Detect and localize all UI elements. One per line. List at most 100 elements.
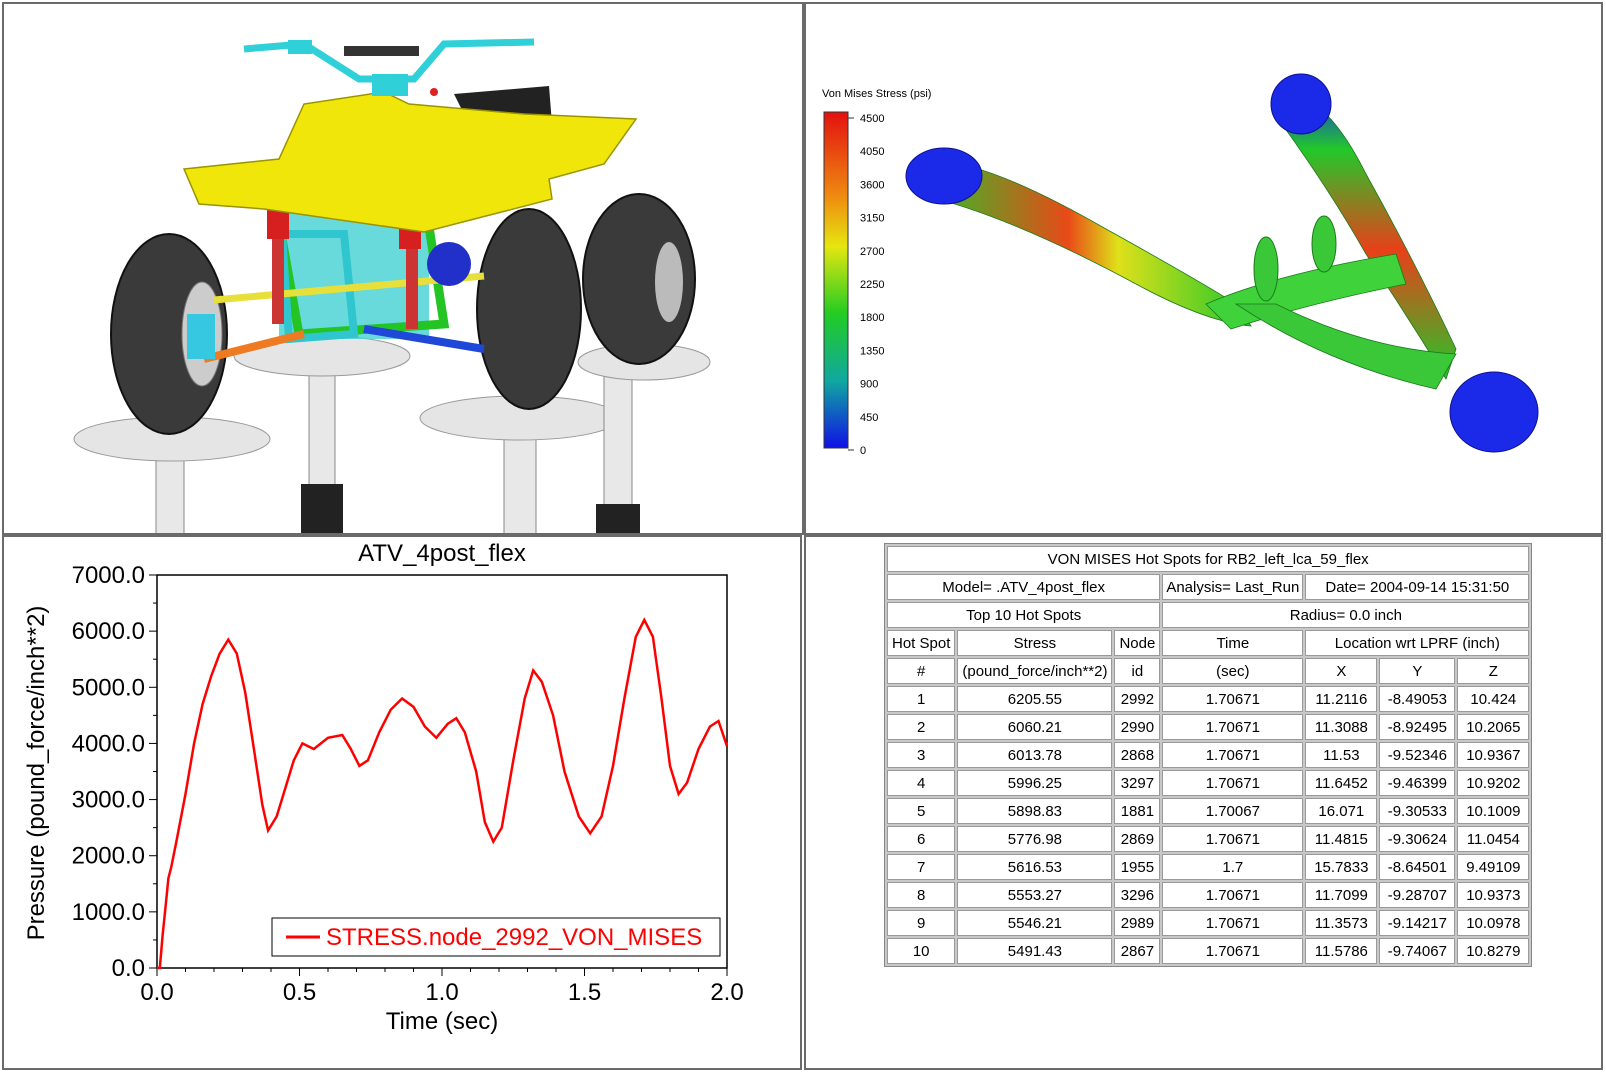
table-cell: 1881 [1114, 798, 1161, 824]
table-cell: 3297 [1114, 770, 1161, 796]
table-cell: 3296 [1114, 882, 1161, 908]
table-cell: 5553.27 [957, 882, 1113, 908]
legend-entry-stress-node-2992: STRESS.node_2992_VON_MISES [326, 924, 702, 951]
colorbar-tick-label: 450 [860, 412, 878, 424]
table-cell: 11.0454 [1457, 826, 1530, 852]
table-cell: 2992 [1114, 686, 1161, 712]
y-tick-label: 6000.0 [72, 618, 145, 645]
table-cell: 16.071 [1305, 798, 1378, 824]
colorbar-tick-label: 1800 [860, 312, 884, 324]
subheader-y: Y [1379, 658, 1456, 684]
table-cell: -8.92495 [1379, 714, 1456, 740]
colorbar-tick-label: 4500 [860, 113, 884, 125]
von-mises-hotspot-table: VON MISES Hot Spots for RB2_left_lca_59_… [884, 543, 1533, 967]
colorbar-tick-label: 2250 [860, 279, 884, 291]
table-cell: -9.46399 [1379, 770, 1456, 796]
table-cell: 2869 [1114, 826, 1161, 852]
table-cell: 5898.83 [957, 798, 1113, 824]
colorbar-tick-label: 4050 [860, 146, 884, 158]
table-radius: Radius= 0.0 inch [1162, 602, 1530, 628]
table-cell: 10.9367 [1457, 742, 1530, 768]
table-cell: 3 [887, 742, 956, 768]
table-cell: 6205.55 [957, 686, 1113, 712]
table-analysis: Analysis= Last_Run [1162, 574, 1304, 600]
table-cell: 5616.53 [957, 854, 1113, 880]
header-location: Location wrt LPRF (inch) [1305, 630, 1530, 656]
table-cell: 10.9373 [1457, 882, 1530, 908]
table-cell: 10.0978 [1457, 910, 1530, 936]
table-model: Model= .ATV_4post_flex [887, 574, 1161, 600]
table-cell: 5 [887, 798, 956, 824]
atv-model-render [73, 38, 711, 533]
x-tick-label: 0.5 [283, 979, 316, 1006]
y-tick-label: 1000.0 [72, 899, 145, 926]
x-tick-label: 2.0 [710, 979, 743, 1006]
stress-contour-render: Von Mises Stress (psi) 45004050360031502… [822, 73, 1539, 457]
test-rig-posts [73, 335, 711, 533]
table-cell: 15.7833 [1305, 854, 1378, 880]
table-cell: 1.70671 [1162, 742, 1304, 768]
colorbar-tick-label: 900 [860, 379, 878, 391]
table-cell: 11.5786 [1305, 938, 1378, 964]
table-cell: 2868 [1114, 742, 1161, 768]
table-cell: -9.30533 [1379, 798, 1456, 824]
lower-control-arm-mesh [905, 73, 1539, 453]
table-cell: 1.70671 [1162, 910, 1304, 936]
subheader-x: X [1305, 658, 1378, 684]
table-cell: -8.64501 [1379, 854, 1456, 880]
table-cell: 8 [887, 882, 956, 908]
table-cell: 10.9202 [1457, 770, 1530, 796]
plot-area [156, 574, 728, 969]
table-cell: 4 [887, 770, 956, 796]
table-cell: 5776.98 [957, 826, 1113, 852]
table-cell: 5546.21 [957, 910, 1113, 936]
table-cell: 2990 [1114, 714, 1161, 740]
table-cell: 11.3573 [1305, 910, 1378, 936]
stress-colorbar [823, 111, 854, 451]
y-tick-label: 4000.0 [72, 730, 145, 757]
table-cell: 1.70671 [1162, 882, 1304, 908]
table-cell: 9.49109 [1457, 854, 1530, 880]
table-cell: 1.7 [1162, 854, 1304, 880]
x-tick-label: 0.0 [140, 979, 173, 1006]
y-axis-label: Pressure (pound_force/inch**2) [23, 606, 50, 941]
table-cell: 1 [887, 686, 956, 712]
table-cell: 6013.78 [957, 742, 1113, 768]
header-node: Node [1114, 630, 1161, 656]
table-cell: 2867 [1114, 938, 1161, 964]
atv-wheels [110, 193, 696, 435]
table-cell: 1955 [1114, 854, 1161, 880]
table-cell: 1.70671 [1162, 938, 1304, 964]
table-cell: 1.70671 [1162, 686, 1304, 712]
y-tick-label: 7000.0 [72, 562, 145, 589]
table-cell: 9 [887, 910, 956, 936]
table-cell: 10.8279 [1457, 938, 1530, 964]
table-cell: -9.74067 [1379, 938, 1456, 964]
x-axis-label: Time (sec) [386, 1008, 498, 1035]
atv-3d-viewport[interactable] [2, 2, 804, 535]
hotspot-table-viewport[interactable]: VON MISES Hot Spots for RB2_left_lca_59_… [804, 535, 1603, 1070]
atv-body [182, 38, 638, 233]
table-cell: 11.4815 [1305, 826, 1378, 852]
series-line-stress-node-2992 [157, 617, 729, 970]
table-cell: 6 [887, 826, 956, 852]
table-cell: -9.52346 [1379, 742, 1456, 768]
table-cell: 11.53 [1305, 742, 1378, 768]
table-cell: 10.424 [1457, 686, 1530, 712]
subheader-number: # [887, 658, 956, 684]
colorbar-tick-label: 1350 [860, 345, 884, 357]
subheader-z: Z [1457, 658, 1530, 684]
table-cell: 1.70671 [1162, 770, 1304, 796]
table-cell: 6060.21 [957, 714, 1113, 740]
y-tick-label: 3000.0 [72, 787, 145, 814]
colorbar-tick-label: 3600 [860, 179, 884, 191]
